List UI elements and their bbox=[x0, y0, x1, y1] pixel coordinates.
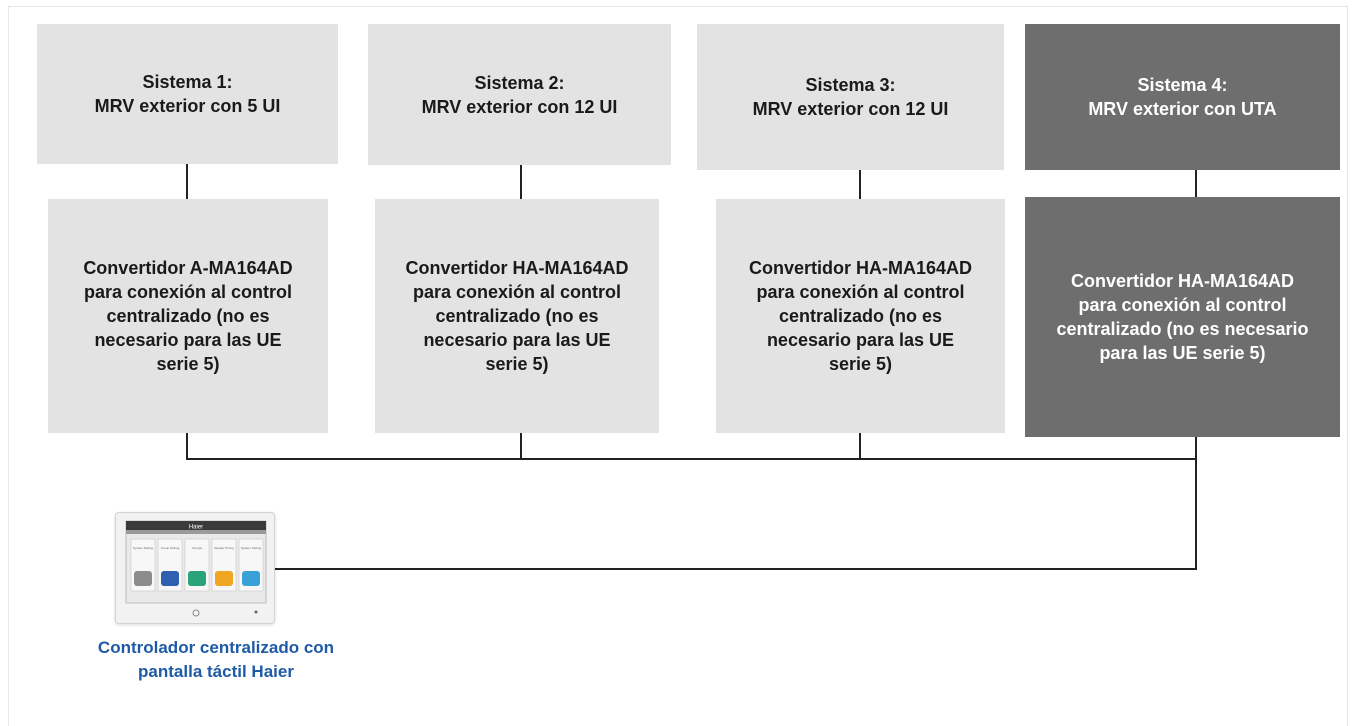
connector-line bbox=[1195, 437, 1197, 570]
controller-tile: System Setting bbox=[238, 538, 264, 592]
grid-icon bbox=[161, 571, 179, 586]
controller-tile: Groups bbox=[184, 538, 210, 592]
timer-icon bbox=[215, 571, 233, 586]
controller-tile: Weekly Timing bbox=[211, 538, 237, 592]
controller-screen-graphic: Haier System Setting Group Setting Group… bbox=[125, 520, 267, 617]
system-4-box: Sistema 4: MRV exterior con UTA bbox=[1025, 24, 1340, 170]
connector-line bbox=[1195, 170, 1197, 197]
system-3-box: Sistema 3: MRV exterior con 12 UI bbox=[697, 24, 1004, 170]
converter-2-label: Convertidor HA-MA164AD para conexión al … bbox=[405, 258, 629, 374]
bus-line bbox=[186, 458, 1197, 460]
system-setting-icon bbox=[134, 571, 152, 586]
connector-line bbox=[186, 164, 188, 200]
system-2-title: Sistema 2: MRV exterior con 12 UI bbox=[421, 72, 618, 117]
home-button-icon bbox=[192, 609, 200, 617]
converter-4-box: Convertidor HA-MA164AD para conexión al … bbox=[1025, 197, 1340, 437]
touch-controller-image: Haier System Setting Group Setting Group… bbox=[115, 512, 275, 624]
system-3-title: Sistema 3: MRV exterior con 12 UI bbox=[752, 75, 949, 119]
svg-text:Groups: Groups bbox=[192, 546, 202, 550]
converter-1-label: Convertidor A-MA164AD para conexión al c… bbox=[83, 258, 293, 374]
controller-caption: Controlador centralizado con pantalla tá… bbox=[97, 638, 335, 681]
power-led-icon bbox=[254, 610, 258, 614]
converter-3-box: Convertidor HA-MA164AD para conexión al … bbox=[716, 199, 1005, 433]
converter-4-label: Convertidor HA-MA164AD para conexión al … bbox=[1056, 271, 1309, 363]
settings-icon bbox=[242, 571, 260, 586]
svg-text:System Setting: System Setting bbox=[133, 546, 154, 550]
connector-line bbox=[859, 433, 861, 459]
groups-icon bbox=[188, 571, 206, 586]
diagram-frame bbox=[8, 6, 1348, 726]
svg-text:System Setting: System Setting bbox=[241, 546, 262, 550]
svg-text:Weekly Timing: Weekly Timing bbox=[214, 546, 234, 550]
system-2-box: Sistema 2: MRV exterior con 12 UI bbox=[368, 24, 671, 165]
controller-tile: System Setting bbox=[130, 538, 156, 592]
system-4-title: Sistema 4: MRV exterior con UTA bbox=[1088, 75, 1277, 119]
converter-2-box: Convertidor HA-MA164AD para conexión al … bbox=[375, 199, 659, 433]
svg-text:Group Setting: Group Setting bbox=[161, 546, 180, 550]
controller-tile: Group Setting bbox=[157, 538, 183, 592]
connector-line bbox=[520, 433, 522, 459]
connector-line bbox=[520, 165, 522, 199]
controller-link-line bbox=[275, 568, 1197, 570]
connector-line bbox=[186, 433, 188, 459]
system-1-title: Sistema 1: MRV exterior con 5 UI bbox=[94, 72, 281, 116]
converter-1-box: Convertidor A-MA164AD para conexión al c… bbox=[48, 199, 328, 433]
connector-line bbox=[859, 170, 861, 199]
controller-brand: Haier bbox=[189, 525, 203, 531]
system-1-box: Sistema 1: MRV exterior con 5 UI bbox=[37, 24, 338, 164]
converter-3-label: Convertidor HA-MA164AD para conexión al … bbox=[748, 258, 973, 374]
